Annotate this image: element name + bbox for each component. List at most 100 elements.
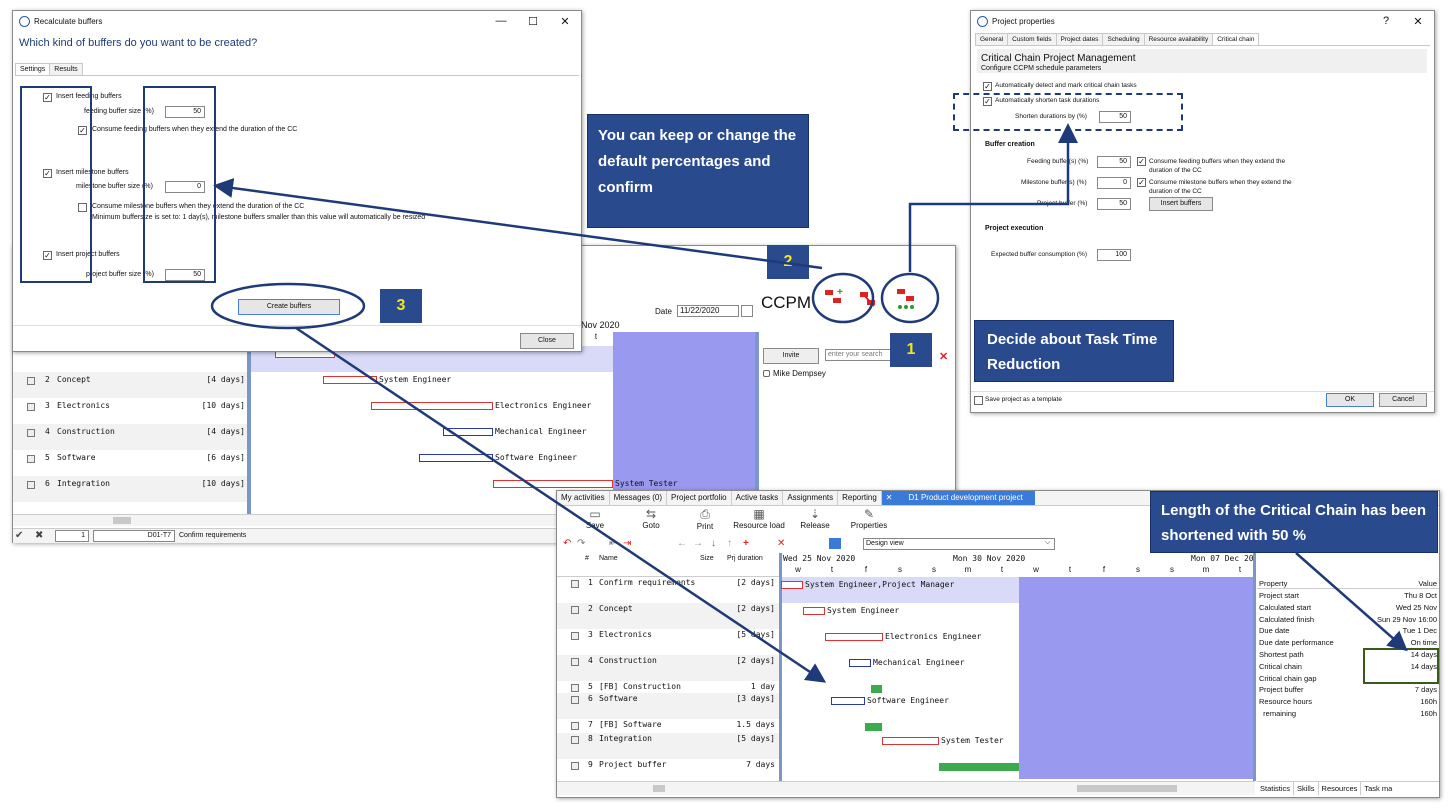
tab-task-manager[interactable]: Task ma xyxy=(1364,784,1393,793)
view-select[interactable]: Design view xyxy=(863,538,1055,550)
minimize-icon[interactable]: — xyxy=(495,14,507,27)
tab-custom-fields[interactable]: Custom fields xyxy=(1007,33,1057,45)
tab-skills[interactable]: Skills xyxy=(1294,782,1319,795)
nav-assignments[interactable]: Assignments xyxy=(783,491,839,505)
buffer-consumption-input[interactable]: 100 xyxy=(1097,249,1131,261)
milestone-size-input[interactable]: 0 xyxy=(165,181,205,193)
print-button[interactable]: ⎙ Print xyxy=(675,507,735,537)
gantt-bar[interactable] xyxy=(849,659,871,667)
tab-general[interactable]: General xyxy=(975,33,1009,45)
tab-results[interactable]: Results xyxy=(49,63,83,75)
table-row[interactable]: 8 Integration [5 days] xyxy=(557,733,779,759)
gantt-bar[interactable] xyxy=(825,633,883,641)
feeding-consume-checkbox[interactable]: ✓ xyxy=(78,126,87,135)
tab-critical-chain[interactable]: Critical chain xyxy=(1212,33,1260,45)
table-row[interactable]: 7 [FB] Software 1.5 days xyxy=(557,719,779,731)
delete-icon[interactable]: ✕ xyxy=(777,538,786,549)
gantt-bar[interactable] xyxy=(419,454,493,462)
milestone-consume-checkbox[interactable] xyxy=(78,203,87,212)
table-row[interactable]: 3 Electronics [10 days] xyxy=(13,398,249,424)
auto-shorten-checkbox[interactable]: ✓ xyxy=(983,97,992,106)
milestone-checkbox[interactable]: ✓ xyxy=(43,169,52,178)
active-project-tab[interactable]: D1 Product development project xyxy=(896,491,1035,505)
create-buffers-button[interactable]: Create buffers xyxy=(238,299,340,315)
gantt-bar[interactable] xyxy=(323,376,377,384)
tab-statistics[interactable]: Statistics xyxy=(1257,782,1295,795)
arrow-right-icon[interactable]: → xyxy=(693,538,703,549)
cancel-icon[interactable]: ✖ xyxy=(35,530,44,541)
tab-settings[interactable]: Settings xyxy=(15,63,51,75)
table-row[interactable]: 2 Concept [2 days] xyxy=(557,603,779,629)
gantt-bar[interactable] xyxy=(493,480,613,488)
table-row[interactable]: 3 Electronics [5 days] xyxy=(557,629,779,655)
auto-detect-checkbox[interactable]: ✓ xyxy=(983,82,992,91)
gantt-bar[interactable] xyxy=(831,697,865,705)
table-row[interactable]: 9 Project buffer 7 days xyxy=(557,759,779,785)
gantt-bar[interactable] xyxy=(865,723,882,731)
gantt-bar[interactable] xyxy=(939,763,1019,771)
feeding-buffer-input[interactable]: 50 xyxy=(1097,156,1131,168)
help-icon[interactable]: ? xyxy=(1382,14,1390,27)
tab-resource-availability[interactable]: Resource availability xyxy=(1143,33,1214,45)
goto-button[interactable]: ⇆ Goto xyxy=(621,507,681,537)
arrow-left-icon[interactable]: ← xyxy=(677,538,687,549)
nav-messages[interactable]: Messages (0) xyxy=(610,491,668,505)
arrow-up-icon[interactable]: ↑ xyxy=(727,538,732,549)
table-row[interactable]: 5 Software [6 days] xyxy=(13,450,249,476)
gantt2-hscroll[interactable] xyxy=(557,781,1255,795)
close-icon[interactable]: ✕ xyxy=(560,15,570,28)
feeding-size-input[interactable]: 50 xyxy=(165,106,205,118)
insert-buffers-button[interactable]: Insert buffers xyxy=(1149,197,1213,211)
feeding-consume-checkbox[interactable]: ✓ xyxy=(1137,157,1146,166)
clear-search-icon[interactable]: ✕ xyxy=(939,351,949,363)
table-row[interactable]: 6 Software [3 days] xyxy=(557,693,779,719)
gantt-bar[interactable] xyxy=(803,607,825,615)
remove-buffers-icon[interactable] xyxy=(858,288,880,310)
undo-icon[interactable]: ↶ xyxy=(563,538,572,549)
gantt-bar[interactable] xyxy=(871,685,882,693)
ok-button[interactable]: OK xyxy=(1326,393,1374,407)
milestone-buffer-input[interactable]: 0 xyxy=(1097,177,1131,189)
view-chevron-down-icon[interactable]: ⌵ xyxy=(1045,539,1051,546)
resource-checkbox[interactable] xyxy=(763,370,770,377)
invite-button[interactable]: Invite xyxy=(763,348,819,364)
tab-project-dates[interactable]: Project dates xyxy=(1055,33,1104,45)
tab-scheduling[interactable]: Scheduling xyxy=(1102,33,1145,45)
resource-load-button[interactable]: ▦ Resource load xyxy=(729,507,789,537)
project-buffer-input[interactable]: 50 xyxy=(1097,198,1131,210)
project-checkbox[interactable]: ✓ xyxy=(43,251,52,260)
insert-buffers-icon[interactable]: + xyxy=(823,286,847,310)
gantt-bar[interactable] xyxy=(371,402,493,410)
nav-reporting[interactable]: Reporting xyxy=(838,491,882,505)
link-icon[interactable] xyxy=(829,538,841,549)
date-field[interactable]: 11/22/2020 xyxy=(677,305,739,317)
table-row[interactable]: 6 Integration [10 days] xyxy=(13,476,249,502)
check-icon[interactable]: ✔ xyxy=(15,530,24,541)
save-template-checkbox[interactable] xyxy=(974,396,983,405)
shorten-durations-icon[interactable] xyxy=(893,286,921,312)
outdent-icon[interactable]: ⇥ xyxy=(623,538,632,549)
tab-close-icon[interactable]: ✕ xyxy=(881,491,897,505)
tab-resources[interactable]: Resources xyxy=(1319,782,1362,795)
resource-search-input[interactable]: enter your search xyxy=(825,349,893,361)
maximize-icon[interactable]: ☐ xyxy=(528,15,538,28)
gantt-bar[interactable] xyxy=(781,581,803,589)
close-icon[interactable]: ✕ xyxy=(1413,15,1423,28)
gantt-bar[interactable] xyxy=(882,737,939,745)
table-row[interactable]: 2 Concept [4 days] xyxy=(13,372,249,398)
arrow-down-icon[interactable]: ↓ xyxy=(711,538,716,549)
properties-button[interactable]: ✎ Properties xyxy=(839,507,899,537)
add-icon[interactable]: + xyxy=(743,538,749,549)
shorten-durations-input[interactable]: 50 xyxy=(1099,111,1131,123)
indent-icon[interactable]: ⇤ xyxy=(609,538,618,549)
project-size-input[interactable]: 50 xyxy=(165,269,205,281)
release-button[interactable]: ⇣ Release xyxy=(785,507,845,537)
table-row[interactable]: 4 Construction [4 days] xyxy=(13,424,249,450)
close-button[interactable]: Close xyxy=(520,333,574,349)
calendar-icon[interactable] xyxy=(741,305,753,317)
save-button[interactable]: ▭ Save xyxy=(565,507,625,537)
feeding-checkbox[interactable]: ✓ xyxy=(43,93,52,102)
redo-icon[interactable]: ↷ xyxy=(577,538,586,549)
table-row[interactable]: 4 Construction [2 days] xyxy=(557,655,779,681)
nav-active-tasks[interactable]: Active tasks xyxy=(732,491,784,505)
